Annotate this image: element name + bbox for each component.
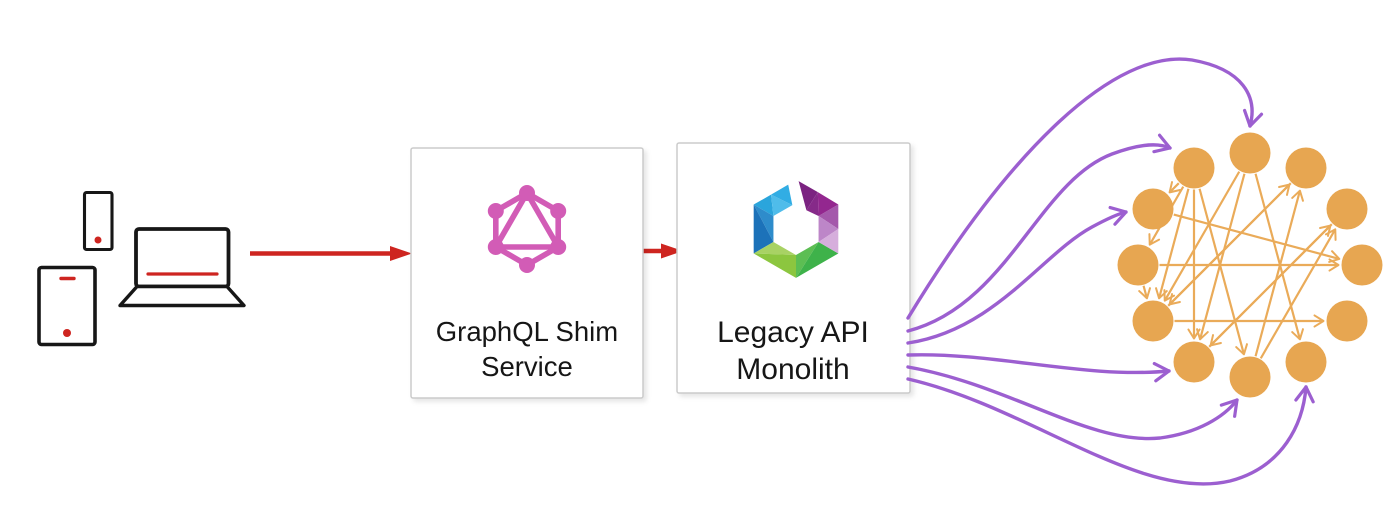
dependency-edge-5-10 xyxy=(1208,224,1332,348)
monolith-fanout-arrows xyxy=(906,57,1315,486)
fanout-arrow-to-node-1 xyxy=(906,143,1172,333)
dependency-edge-2-9 xyxy=(1173,213,1340,260)
laptop-icon xyxy=(118,227,246,308)
graphql-service-title-line2: Service xyxy=(481,351,573,382)
graphql-service-title-line1: GraphQL Shim xyxy=(436,316,618,347)
fanout-arrowhead-icon xyxy=(1242,108,1264,128)
dependency-edge-3-4 xyxy=(1142,285,1148,299)
hexagon-logo-facet xyxy=(753,253,796,278)
fanout-arrowhead-icon xyxy=(1108,205,1128,226)
module-node-2 xyxy=(1132,188,1174,230)
dependency-arrowhead-icon xyxy=(1291,328,1304,341)
dependency-edge-1-4 xyxy=(1158,188,1190,299)
module-node-11 xyxy=(1285,147,1327,189)
hexagon-logo-facet xyxy=(753,242,796,255)
fanout-arrow-to-node-7 xyxy=(906,377,1308,486)
fanout-arrow-to-node-2 xyxy=(906,210,1128,345)
dependency-edge-11-4 xyxy=(1168,182,1292,306)
hexagon-logo-facet xyxy=(818,204,839,229)
dependency-arrowhead-icon xyxy=(1235,343,1248,356)
legacy-service-title-line1: Legacy API xyxy=(717,316,869,349)
hexagon-logo-facet xyxy=(817,192,839,216)
module-node-1 xyxy=(1173,147,1215,189)
fanout-arrowhead-icon xyxy=(1219,398,1239,418)
graphql-logo-icon xyxy=(487,185,567,273)
module-node-0 xyxy=(1229,132,1271,174)
legacy-service-title-line2: Monolith xyxy=(736,353,849,386)
dependency-arrowhead-icon xyxy=(1168,293,1181,306)
module-node-5 xyxy=(1173,341,1215,383)
monolith-module-nodes xyxy=(1117,132,1383,398)
hexagon-logo-facet xyxy=(796,242,839,278)
fanout-arrow-to-node-5 xyxy=(906,353,1171,375)
fanout-arrowhead-icon xyxy=(1152,361,1171,383)
dependency-edge-1-2 xyxy=(1168,182,1180,194)
graphql-to-monolith-arrow xyxy=(642,243,683,259)
dependency-arrowhead-icon xyxy=(1168,181,1181,194)
dependency-edge-0-5 xyxy=(1199,173,1246,340)
dependency-arrowhead-icon xyxy=(1319,224,1332,237)
hexagon-logo-facet xyxy=(771,184,793,206)
hexagon-logo-facet xyxy=(771,194,793,216)
smartphone-icon xyxy=(82,190,114,252)
legacy-api-monolith-box: Legacy API Monolith xyxy=(676,142,911,394)
dependency-arrowhead-icon xyxy=(1196,328,1209,341)
graphql-shim-service-box: GraphQL Shim Service xyxy=(410,147,644,399)
dependency-edge-6-11 xyxy=(1254,190,1301,357)
module-node-10 xyxy=(1326,188,1368,230)
dependency-arrowhead-icon xyxy=(1291,189,1304,202)
module-node-9 xyxy=(1341,244,1383,286)
clients-to-graphql-arrow xyxy=(250,246,412,261)
monolith-internal-dependencies xyxy=(1138,171,1341,359)
dependency-arrowhead-icon xyxy=(1138,287,1151,300)
dependency-edge-6-10 xyxy=(1259,228,1337,359)
hexagon-logo-facet xyxy=(818,216,839,242)
hexagon-logo-facet xyxy=(798,181,818,211)
hexagon-blocks-logo-icon xyxy=(753,181,839,278)
hexagon-logo-facet xyxy=(818,229,839,254)
fanout-arrowhead-icon xyxy=(1294,385,1315,404)
module-node-7 xyxy=(1285,341,1327,383)
fanout-arrowhead-icon xyxy=(1152,133,1172,154)
dependency-edge-1-6 xyxy=(1198,188,1245,355)
dependency-arrowhead-icon xyxy=(1328,250,1341,263)
dependency-arrowhead-icon xyxy=(1313,314,1325,328)
dependency-edge-0-4 xyxy=(1163,171,1241,302)
module-node-4 xyxy=(1132,300,1174,342)
hexagon-logo-facet xyxy=(753,204,774,254)
hexagon-logo-facet xyxy=(753,194,774,216)
module-node-6 xyxy=(1229,356,1271,398)
hexagon-logo-facet xyxy=(806,192,819,216)
dependency-arrowhead-icon xyxy=(1148,233,1161,246)
tablet-icon xyxy=(37,265,97,347)
module-node-8 xyxy=(1326,300,1368,342)
module-node-3 xyxy=(1117,244,1159,286)
fanout-arrow-to-node-6 xyxy=(906,365,1239,441)
client-devices xyxy=(37,190,246,347)
fanout-arrow-to-node-0 xyxy=(906,57,1254,320)
dependency-edge-0-7 xyxy=(1254,173,1301,340)
